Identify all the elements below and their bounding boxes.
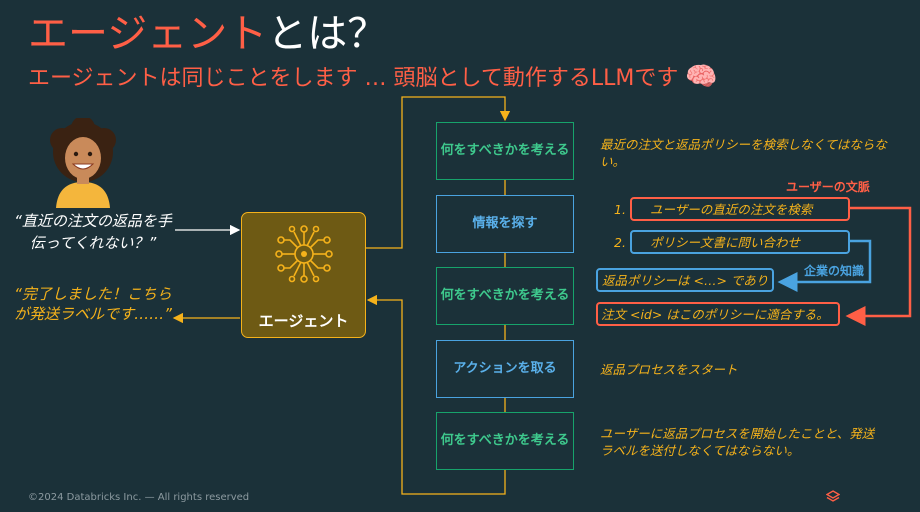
user-avatar-icon bbox=[50, 118, 116, 208]
agent-response: “完了しました！こちらが発送ラベルです……” bbox=[14, 285, 172, 323]
annotation-step5: ユーザーに返品プロセスを開始したことと、発送ラベルを送付しなくてはならない。 bbox=[600, 426, 875, 458]
item1-text: ユーザーの直近の注文を検索 bbox=[650, 202, 813, 217]
step-search-info: 情報を探す bbox=[436, 195, 574, 253]
agent-label: エージェント bbox=[258, 312, 349, 330]
item2-text: ポリシー文書に問い合わせ bbox=[650, 235, 801, 250]
policy-text: 返品ポリシーは <…> であり bbox=[602, 273, 769, 288]
annotation-step4: 返品プロセスをスタート bbox=[600, 362, 738, 377]
item2-box bbox=[630, 230, 850, 254]
item2-number: 2. bbox=[614, 235, 626, 250]
page-title: エージェントとは？ bbox=[28, 11, 388, 57]
step-think-2: 何をすべきかを考える bbox=[436, 267, 574, 325]
policy-box bbox=[596, 268, 774, 292]
order-text: 注文 <id> はこのポリシーに適合する。 bbox=[601, 307, 829, 322]
item1-number: 1. bbox=[614, 202, 626, 217]
step-take-action: アクションを取る bbox=[436, 340, 574, 398]
databricks-logo-icon bbox=[826, 490, 840, 502]
user-question: “直近の注文の返品を手伝ってくれない？” bbox=[14, 212, 172, 252]
enterprise-knowledge-label: 企業の知識 bbox=[804, 264, 865, 278]
annotation-step1: 最近の注文と返品ポリシーを検索しなくてはならない。 bbox=[600, 137, 887, 169]
item1-box bbox=[630, 197, 850, 221]
page-subtitle: エージェントは同じことをします … 頭脳として動作するLLMです 🧠 bbox=[28, 62, 718, 92]
footer-copyright: ©2024 Databricks Inc. — All rights reser… bbox=[28, 492, 250, 503]
brain-icon: 🧠 bbox=[685, 62, 718, 92]
order-box bbox=[596, 302, 840, 326]
step-think-3: 何をすべきかを考える bbox=[436, 412, 574, 470]
user-context-label: ユーザーの文脈 bbox=[786, 180, 870, 194]
step-think-1: 何をすべきかを考える bbox=[436, 122, 574, 180]
neural-network-icon bbox=[275, 225, 333, 283]
